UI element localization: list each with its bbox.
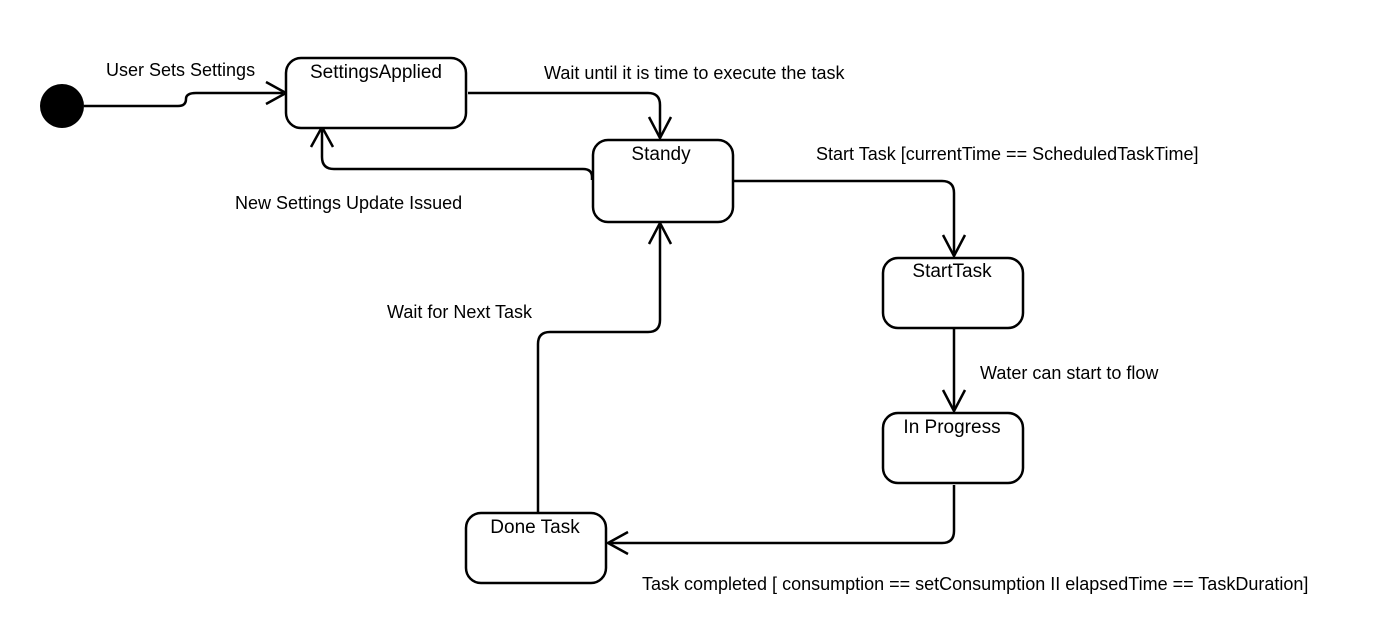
edge-wait-until-time xyxy=(468,91,662,135)
arrowhead-done-task xyxy=(605,530,629,556)
state-settings-applied-label: SettingsApplied xyxy=(310,62,442,83)
arrowhead-start-task xyxy=(941,234,967,259)
edge-start-task xyxy=(734,179,956,253)
label-wait-next-task: Wait for Next Task xyxy=(387,302,533,322)
state-start-task: StartTask xyxy=(881,256,1025,330)
label-wait-until-time: Wait until it is time to execute the tas… xyxy=(544,63,845,83)
state-standby-label: Standy xyxy=(631,144,691,165)
label-water-can-flow: Water can start to flow xyxy=(980,363,1159,383)
state-done-task: Done Task xyxy=(464,511,608,585)
edge-task-completed xyxy=(610,485,956,545)
arrowhead-in-progress xyxy=(941,389,967,414)
state-start-task-label: StartTask xyxy=(912,261,992,282)
state-settings-applied: SettingsApplied xyxy=(284,56,468,130)
edge-wait-next-task xyxy=(536,226,662,512)
state-in-progress-label: In Progress xyxy=(903,417,1000,438)
initial-node xyxy=(40,84,84,128)
state-in-progress: In Progress xyxy=(881,411,1025,485)
edge-user-sets-settings xyxy=(84,91,283,108)
arrowhead-standby-top xyxy=(647,116,673,141)
label-start-task-guard: Start Task [currentTime == ScheduledTask… xyxy=(816,144,1199,164)
label-new-settings-update: New Settings Update Issued xyxy=(235,193,462,213)
state-done-task-label: Done Task xyxy=(490,517,580,538)
label-task-completed: Task completed [ consumption == setConsu… xyxy=(642,574,1308,594)
state-standby: Standy xyxy=(591,138,735,224)
label-user-sets-settings: User Sets Settings xyxy=(106,60,255,80)
edge-new-settings-update xyxy=(320,130,594,180)
